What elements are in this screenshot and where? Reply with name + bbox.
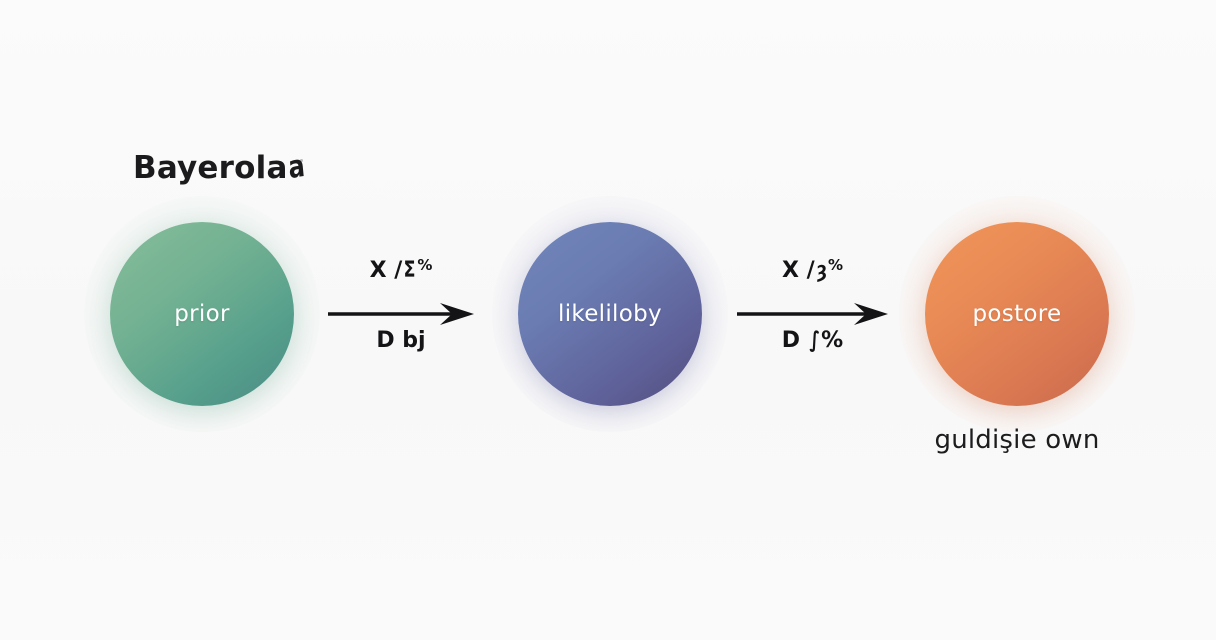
- page-title-text: Bayerola: [133, 150, 288, 186]
- sigma-icon: Σ: [403, 258, 416, 283]
- page-title: Bayerolaa: [133, 147, 307, 187]
- node-likelihood-disc: [518, 222, 702, 406]
- node-likelihood[interactable]: likeliloby: [492, 196, 728, 432]
- arrow-2-label-below-suffix: %: [821, 328, 844, 353]
- node-posterior-disc: [925, 222, 1109, 406]
- title-speck-icon: [299, 159, 303, 162]
- arrow-1-label-below: D bj: [376, 328, 426, 353]
- title-trailing-glyph: a: [286, 147, 307, 187]
- node-prior-disc: [110, 222, 294, 406]
- arrow-1-shaft-icon: [328, 303, 474, 325]
- arrow-2-shaft-icon: [737, 303, 888, 325]
- arrow-1-label-above: X /Σ%: [326, 256, 476, 283]
- integral-icon: ∫: [809, 328, 820, 353]
- arrow-2-label-above-suffix: %: [828, 256, 844, 274]
- arrow-prior-to-likelihood: X /Σ% D bj: [326, 256, 476, 376]
- arrow-2-label-above-prefix: X /: [781, 258, 815, 283]
- arrow-2-label-above: X /ȝ%: [735, 256, 890, 283]
- node-posterior-label: postore: [972, 301, 1062, 327]
- arrow-2-label-below-prefix: D: [781, 328, 808, 353]
- arrow-2-label-below: D ∫%: [735, 328, 890, 353]
- arrow-1-label-above-suffix: %: [417, 256, 433, 274]
- yogh-icon: ȝ: [815, 258, 827, 283]
- arrow-likelihood-to-posterior: X /ȝ% D ∫%: [735, 256, 890, 376]
- node-likelihood-label: likeliloby: [558, 301, 662, 327]
- node-posterior[interactable]: postore: [899, 196, 1135, 432]
- diagram-caption: guldişie own: [934, 425, 1100, 455]
- node-prior[interactable]: prior: [84, 196, 320, 432]
- arrow-1-label-above-prefix: X /: [369, 258, 403, 283]
- node-prior-label: prior: [174, 301, 230, 327]
